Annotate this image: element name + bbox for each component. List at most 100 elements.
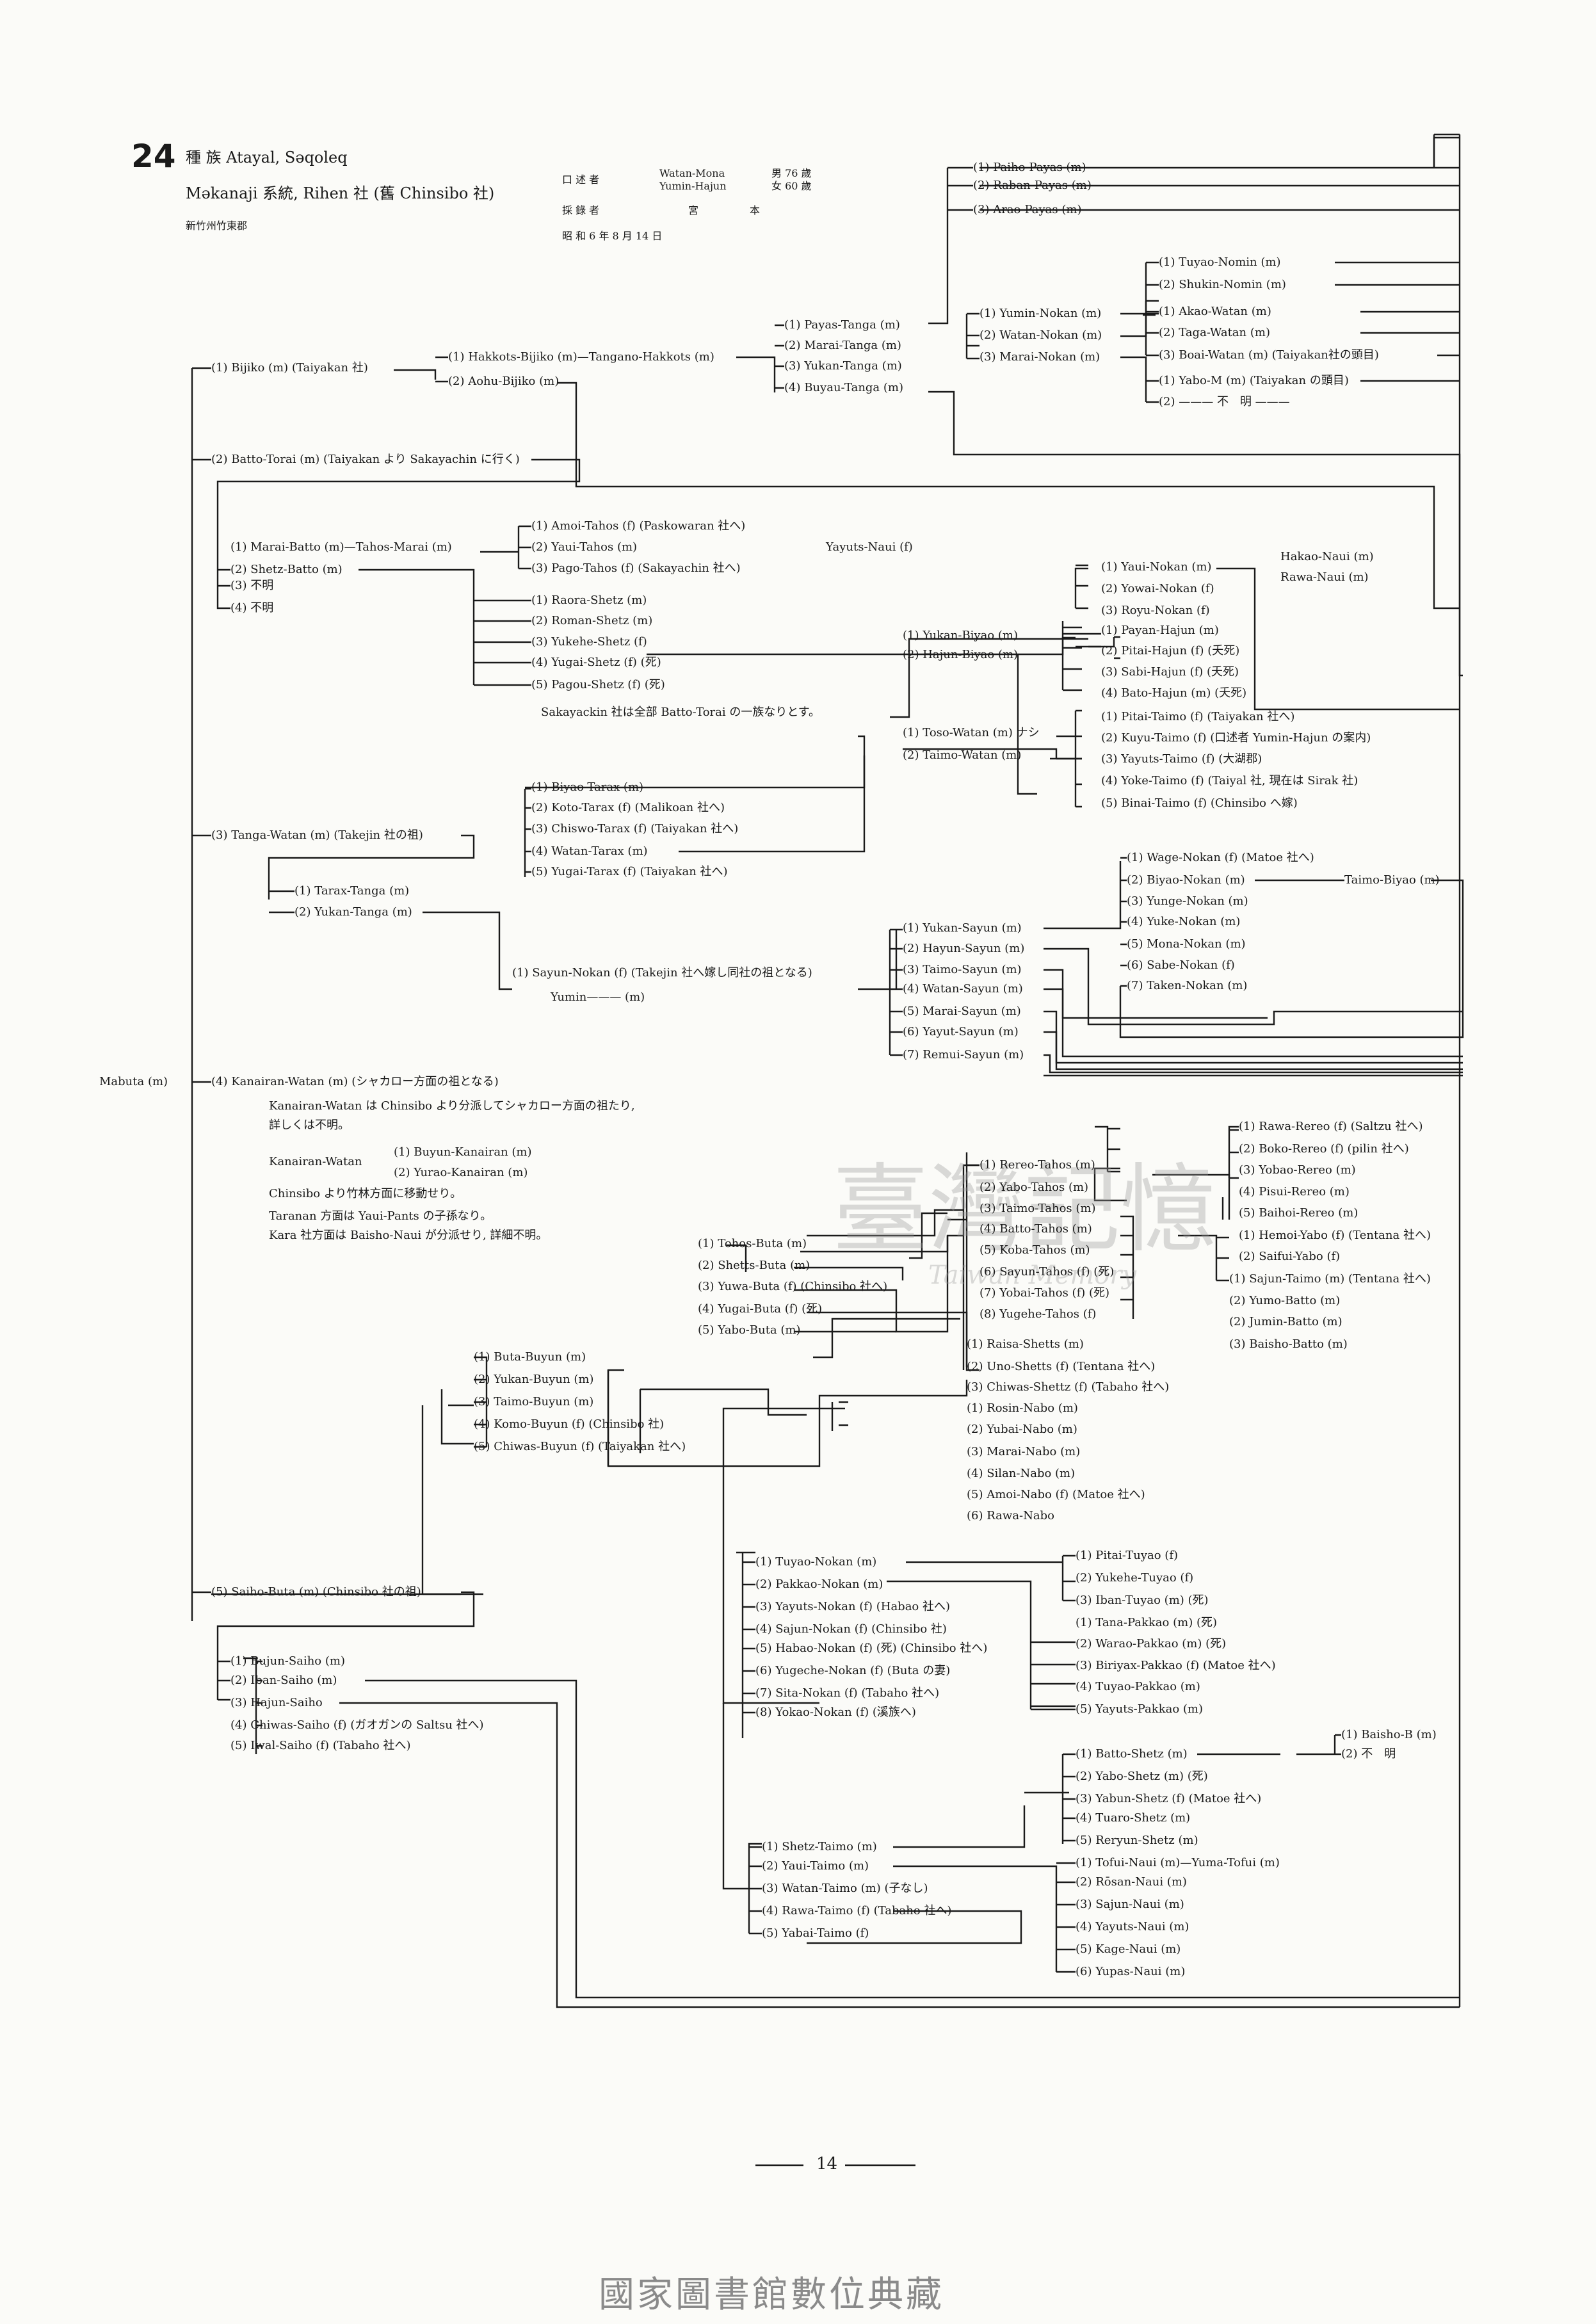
tree-entry: (1) Hakkots-Bijiko (m)—Tangano-Hakkots (… bbox=[448, 350, 714, 364]
tree-entry: (1) Sajun-Taimo (m) (Tentana 社へ) bbox=[1229, 1272, 1431, 1286]
tree-entry: (3) Iban-Tuyao (m) (死) bbox=[1076, 1594, 1209, 1607]
tree-entry: (1) Akao-Watan (m) bbox=[1159, 305, 1271, 318]
watermark-subtext: Taiwan Memory bbox=[928, 1261, 1137, 1290]
tree-entry: (2) Rōsan-Naui (m) bbox=[1076, 1875, 1187, 1889]
tree-entry: (1) Toso-Watan (m) ナシ bbox=[903, 726, 1040, 739]
tree-entry: (3) Sajun-Naui (m) bbox=[1076, 1898, 1184, 1911]
tree-entry: (1) Wage-Nokan (f) (Matoe 社へ) bbox=[1127, 851, 1314, 864]
tree-entry: (1) Batto-Shetz (m) bbox=[1076, 1747, 1188, 1761]
tree-entry: (5) Yugai-Tarax (f) (Taiyakan 社へ) bbox=[531, 865, 728, 878]
tree-entry: (1) Hemoi-Yabo (f) (Tentana 社へ) bbox=[1239, 1229, 1431, 1242]
tree-entry: (1) Pitai-Tuyao (f) bbox=[1076, 1549, 1179, 1562]
tree-entry: (7) Yobai-Tahos (f) (死) bbox=[979, 1286, 1110, 1300]
tree-entry: (3) Taimo-Buyun (m) bbox=[474, 1395, 594, 1408]
note-text: 詳しくは不明。 bbox=[269, 1118, 350, 1132]
tree-entry: (1) Yukan-Biyao (m) bbox=[903, 629, 1018, 642]
library-footer: 國家圖書館數位典藏 bbox=[599, 2274, 944, 2316]
tree-entry: (5) Marai-Sayun (m) bbox=[903, 1005, 1021, 1018]
tree-entry: (8) Yugehe-Tahos (f) bbox=[979, 1307, 1097, 1321]
tree-entry: (2) Shukin-Nomin (m) bbox=[1159, 278, 1286, 291]
tree-entry: (2) Yubai-Nabo (m) bbox=[967, 1423, 1077, 1436]
note-text: Kanairan-Watan bbox=[269, 1155, 362, 1168]
tree-entry: (6) Sayun-Tahos (f) (死) bbox=[979, 1265, 1115, 1279]
tree-entry: (6) Yupas-Naui (m) bbox=[1076, 1965, 1186, 1978]
tree-entry: (5) Iwal-Saiho (f) (Tabaho 社へ) bbox=[230, 1739, 411, 1752]
tree-entry: (3) Taimo-Tahos (m) bbox=[979, 1202, 1096, 1215]
tree-entry: (2) Pakkao-Nokan (m) bbox=[755, 1578, 883, 1591]
watermark-text: 臺灣記憶 bbox=[832, 1154, 1217, 1266]
note-text: Kanairan-Watan は Chinsibo より分派してシャカロー方面の… bbox=[269, 1099, 635, 1113]
tree-entry: (1) Payan-Hajun (m) bbox=[1101, 624, 1219, 637]
tree-entry: (4) Buyau-Tanga (m) bbox=[784, 381, 903, 394]
tree-entry: (4) Yoke-Taimo (f) (Taiyal 社, 現在は Sirak … bbox=[1101, 774, 1358, 787]
tree-entry: (2) Shetz-Batto (m) bbox=[230, 563, 343, 576]
tree-entry: (2) Roman-Shetz (m) bbox=[531, 614, 653, 627]
tree-entry: (3) Hajun-Saiho bbox=[230, 1696, 323, 1709]
tree-entry: (1) Yaui-Nokan (m) bbox=[1101, 560, 1212, 574]
tree-entry: (3) Yukehe-Shetz (f) bbox=[531, 635, 647, 649]
tree-entry: (5) Yabai-Taimo (f) bbox=[762, 1926, 869, 1940]
tree-entry: (4) Yuke-Nokan (m) bbox=[1127, 915, 1241, 928]
note-text: Taranan 方面は Yaui-Pants の子孫なり。 bbox=[269, 1209, 492, 1223]
tree-entry: (1) Marai-Batto (m)—Tahos-Marai (m) bbox=[230, 540, 452, 554]
tree-entry: (5) Habao-Nokan (f) (死) (Chinsibo 社へ) bbox=[755, 1642, 988, 1655]
tree-entry: (4) Sajun-Nokan (f) (Chinsibo 社) bbox=[755, 1622, 947, 1636]
tree-entry: (3) Yunge-Nokan (m) bbox=[1127, 894, 1248, 908]
tree-entry: (1) Rereo-Tahos (m) bbox=[979, 1158, 1095, 1172]
tree-entry: (3) Yayuts-Taimo (f) (大湖郡) bbox=[1101, 752, 1262, 766]
informant-label: 口 述 者 bbox=[562, 173, 600, 186]
tree-entry: (2) Kuyu-Taimo (f) (口述者 Yumin-Hajun の案内) bbox=[1101, 731, 1371, 745]
root-ancestor: Mabuta (m) bbox=[99, 1075, 168, 1088]
tree-entry: (2) Jumin-Batto (m) bbox=[1229, 1315, 1342, 1328]
gen1-entry: (4) Kanairan-Watan (m) (シャカロー方面の祖となる) bbox=[211, 1075, 499, 1088]
tree-entry: (2) Raban-Payas (m) bbox=[973, 179, 1092, 192]
tree-entry: (5) Pagou-Shetz (f) (死) bbox=[531, 678, 665, 691]
tree-entry: (3) Taimo-Sayun (m) bbox=[903, 963, 1022, 976]
tree-entry: (1) Payas-Tanga (m) bbox=[784, 318, 900, 332]
tree-entry: (2) Hayun-Sayun (m) bbox=[903, 942, 1025, 955]
tree-entry: (2) Yukan-Buyun (m) bbox=[474, 1373, 594, 1386]
tree-entry: (6) Sabe-Nokan (f) bbox=[1127, 958, 1235, 972]
tree-entry: (2) ——— 不 明 ——— bbox=[1159, 395, 1290, 408]
tree-entry: Hakao-Naui (m) bbox=[1280, 550, 1374, 563]
tree-entry: (3) Yukan-Tanga (m) bbox=[784, 359, 902, 373]
district-heading: 新竹州竹東郡 bbox=[186, 220, 248, 232]
tree-entry: (3) Yabun-Shetz (f) (Matoe 社へ) bbox=[1076, 1792, 1262, 1805]
tree-entry: (2) Shetts-Buta (m) bbox=[698, 1259, 810, 1272]
tree-entry: (3) Arao-Payas (m) bbox=[973, 203, 1082, 216]
tree-entry: (1) Tuyao-Nomin (m) bbox=[1159, 255, 1281, 269]
gen1-entry: (3) Tanga-Watan (m) (Takejin 社の祖) bbox=[211, 828, 423, 842]
tree-entry: Rawa-Naui (m) bbox=[1280, 570, 1369, 584]
tree-entry: (1) Tofui-Naui (m)—Yuma-Tofui (m) bbox=[1076, 1856, 1280, 1869]
tree-entry: (5) Amoi-Nabo (f) (Matoe 社へ) bbox=[967, 1488, 1145, 1501]
tree-entry: Taimo-Biyao (m) bbox=[1344, 873, 1440, 887]
tree-entry: (3) Chiwas-Shettz (f) (Tabaho 社へ) bbox=[967, 1380, 1170, 1394]
tree-entry: (4) Silan-Nabo (m) bbox=[967, 1467, 1076, 1480]
tree-entry: (1) Paiho-Payas (m) bbox=[973, 161, 1086, 174]
tree-entry: Yumin——— (m) bbox=[551, 990, 645, 1004]
tree-entry: (1) Rosin-Nabo (m) bbox=[967, 1401, 1078, 1415]
tree-entry: (3) Marai-Nokan (m) bbox=[979, 350, 1100, 364]
note-text: Kara 社方面は Baisho-Naui が分派せり, 詳細不明。 bbox=[269, 1229, 548, 1242]
tree-entry: (2) Yowai-Nokan (f) bbox=[1101, 582, 1214, 595]
tree-entry: (7) Taken-Nokan (m) bbox=[1127, 979, 1248, 992]
tree-entry: (4) Yugai-Shetz (f) (死) bbox=[531, 656, 661, 669]
tree-entry: (2) Aohu-Bijiko (m) bbox=[448, 375, 560, 388]
tree-entry: (4) Chiwas-Saiho (f) (ガオガンの Saltsu 社へ) bbox=[230, 1718, 484, 1732]
tree-entry: (2) Taga-Watan (m) bbox=[1159, 326, 1270, 339]
tree-entry: (4) Batto-Tahos (m) bbox=[979, 1222, 1092, 1236]
recorder-label: 採 錄 者 bbox=[562, 204, 600, 216]
tree-entry: (1) Yumin-Nokan (m) bbox=[979, 307, 1102, 320]
tree-entry: (5) Koba-Tahos (m) bbox=[979, 1243, 1090, 1257]
tree-entry: (2) Taimo-Watan (m) bbox=[903, 748, 1022, 762]
tree-entry: (4) Tuaro-Shetz (m) bbox=[1076, 1811, 1191, 1825]
tree-entry: (5) Kage-Naui (m) bbox=[1076, 1942, 1181, 1956]
gen1-entry: (5) Saiho-Buta (m) (Chinsibo 社の祖) bbox=[211, 1585, 421, 1599]
tree-entry: (3) Biriyax-Pakkao (f) (Matoe 社へ) bbox=[1076, 1659, 1276, 1672]
tree-entry: (1) Bujun-Saiho (m) bbox=[230, 1654, 345, 1668]
tree-entry: (3) Boai-Watan (m) (Taiyakan社の頭目) bbox=[1159, 348, 1379, 362]
tree-entry: (1) Sayun-Nokan (f) (Takejin 社へ嫁し同社の祖となる… bbox=[512, 966, 812, 980]
tree-entry: (4) Pisui-Rereo (m) bbox=[1239, 1185, 1350, 1198]
tree-entry: (6) Yayut-Sayun (m) bbox=[903, 1025, 1019, 1038]
